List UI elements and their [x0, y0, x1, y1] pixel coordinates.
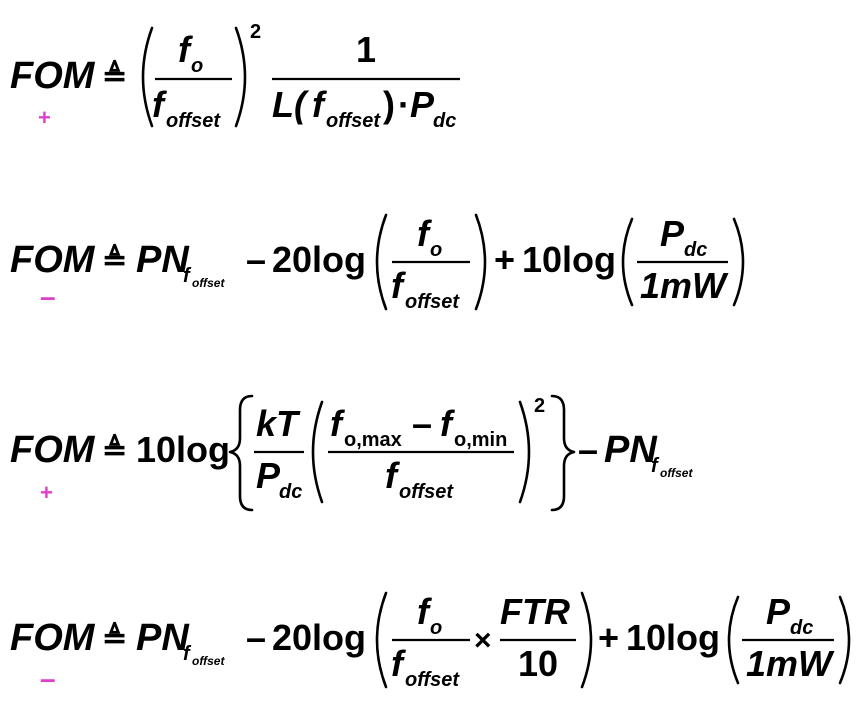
def-symbol: ≜: [102, 621, 127, 655]
phase-noise-L: L(: [272, 84, 310, 125]
pn-subscript-offset: offset: [660, 466, 693, 480]
right-paren: [838, 595, 851, 685]
fom-label: FOM: [10, 429, 96, 471]
denominator-f-subscript: offset: [399, 481, 454, 503]
f-max-subscript: o,max: [344, 429, 402, 451]
minus-operator: –: [246, 617, 266, 658]
f-min: f: [440, 403, 455, 444]
power-P-subscript: dc: [279, 481, 302, 503]
exponent: 2: [250, 21, 261, 43]
power-P: P: [410, 84, 435, 125]
def-symbol: ≜: [102, 59, 127, 93]
times-operator: ×: [474, 624, 492, 657]
right-brace: [550, 394, 576, 512]
fom-label: FOM: [10, 55, 96, 97]
ten-denominator: 10: [518, 643, 558, 684]
numerator-f: f: [417, 213, 432, 254]
left-paren: [311, 400, 324, 504]
equation-2: FOM ≜ – PN f offset – 20log f o f offset…: [10, 213, 745, 313]
right-paren: [518, 400, 531, 504]
numerator-f: f: [178, 29, 193, 70]
numerator-P: P: [766, 591, 791, 632]
kT: kT: [256, 403, 301, 444]
pn-subscript-offset: offset: [192, 276, 225, 290]
ftr-numerator: FTR: [500, 591, 570, 632]
right-paren: [474, 213, 487, 311]
ten-log: 10log: [522, 239, 616, 280]
twenty-log: 20log: [272, 617, 366, 658]
minus-operator: –: [246, 239, 266, 280]
pn-subscript-offset: offset: [192, 654, 225, 668]
numerator-f-subscript: o: [430, 239, 442, 261]
right-paren: [234, 26, 247, 128]
plus-operator: +: [598, 617, 619, 658]
denominator-f-subscript: offset: [405, 669, 460, 691]
close-paren: ): [383, 84, 395, 125]
pn-subscript-f: f: [183, 643, 192, 665]
minus-operator: –: [578, 429, 598, 470]
power-P-subscript: dc: [433, 110, 456, 132]
left-paren: [375, 213, 388, 311]
exponent: 2: [534, 395, 545, 417]
minus-marker: –: [40, 281, 56, 312]
minus-operator: –: [412, 403, 432, 444]
right-paren: [732, 217, 745, 307]
plus-operator: +: [494, 239, 515, 280]
denominator-f-subscript: offset: [405, 291, 460, 313]
phase-noise-PN: PN: [604, 429, 658, 471]
denominator-f: f: [391, 265, 406, 306]
equation-3: FOM ≜ + 10log kT P dc f o,max – f o,min …: [10, 394, 693, 512]
fom-label: FOM: [10, 239, 96, 281]
left-paren: [621, 217, 634, 307]
equation-4: FOM ≜ – PN f offset – 20log f o f offset…: [10, 591, 851, 694]
equation-1: FOM ≜ + f o f offset 2 1 L( f offset ) ·…: [10, 21, 460, 132]
left-paren: [727, 595, 740, 685]
def-symbol: ≜: [102, 243, 127, 277]
f-max: f: [330, 403, 345, 444]
denominator-f-subscript: offset: [166, 110, 221, 132]
numerator-P-subscript: dc: [790, 617, 813, 639]
ten-log: 10log: [136, 429, 230, 470]
plus-marker: +: [40, 480, 53, 505]
numerator-f-subscript: o: [430, 617, 442, 639]
numerator-f-subscript: o: [191, 55, 203, 77]
twenty-log: 20log: [272, 239, 366, 280]
left-brace: [228, 394, 254, 512]
plus-marker: +: [38, 105, 51, 130]
denominator-1mW: 1mW: [746, 643, 835, 684]
f-min-subscript: o,min: [454, 429, 507, 451]
numerator-f: f: [417, 591, 432, 632]
ten-log: 10log: [626, 617, 720, 658]
phase-noise-PN: PN: [136, 239, 190, 281]
denominator-f: f: [385, 455, 400, 496]
pn-subscript-f: f: [183, 265, 192, 287]
denominator-f: f: [391, 643, 406, 684]
denominator-f: f: [312, 84, 327, 125]
numerator-one: 1: [356, 29, 376, 70]
numerator-P-subscript: dc: [684, 239, 707, 261]
denominator-f: f: [152, 84, 167, 125]
dot-operator: ·: [398, 84, 410, 125]
right-paren: [580, 591, 593, 689]
numerator-P: P: [660, 213, 685, 254]
phase-noise-PN: PN: [136, 617, 190, 659]
denominator-f-subscript: offset: [326, 110, 381, 132]
minus-marker: –: [40, 663, 56, 694]
fom-label: FOM: [10, 617, 96, 659]
def-symbol: ≜: [102, 433, 127, 467]
denominator-1mW: 1mW: [640, 265, 729, 306]
pn-subscript-f: f: [651, 455, 660, 477]
power-P: P: [256, 455, 281, 496]
left-paren: [141, 26, 154, 128]
left-paren: [375, 591, 388, 689]
